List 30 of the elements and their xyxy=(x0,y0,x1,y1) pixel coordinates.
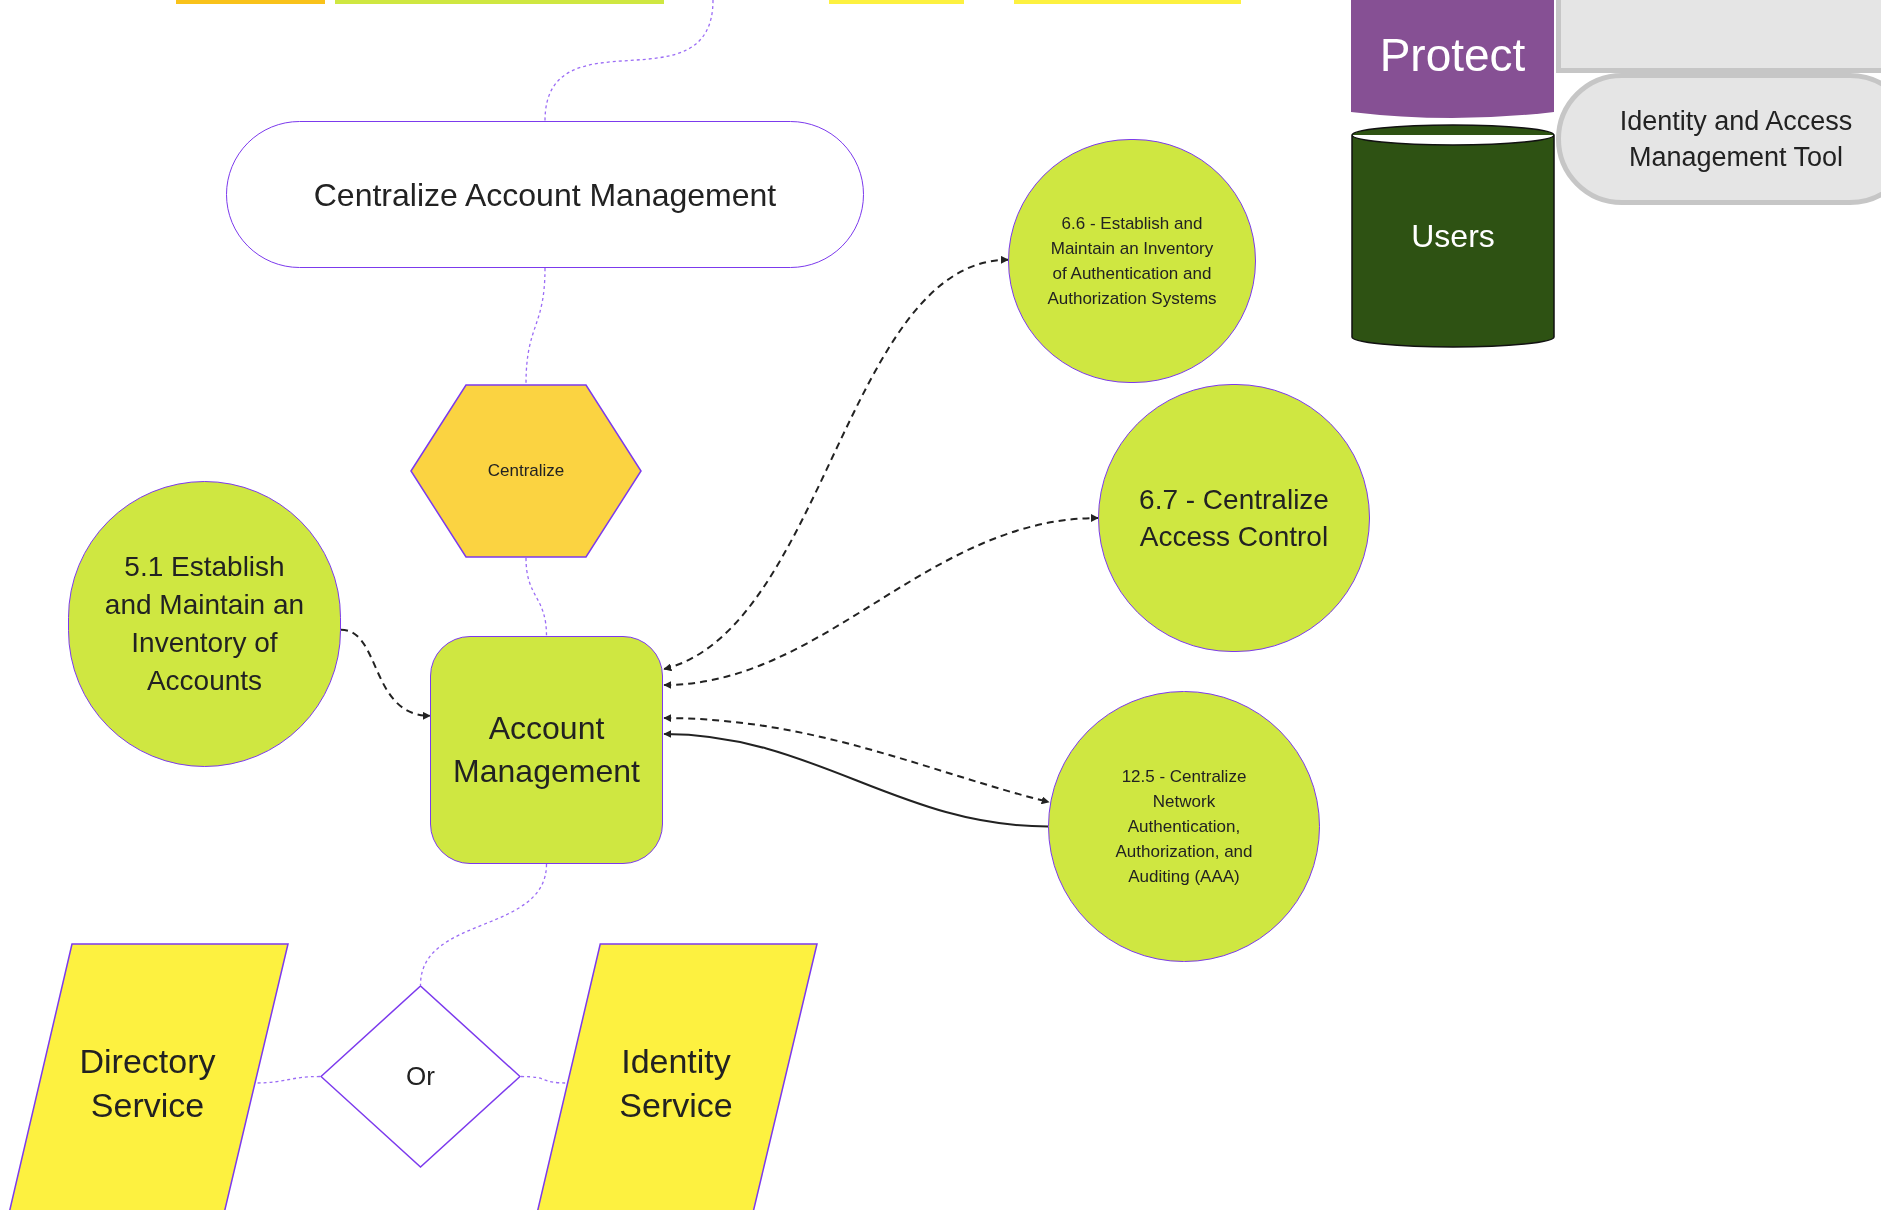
node-label: Identity Service xyxy=(618,1041,734,1126)
node-label: Account Management xyxy=(452,709,641,791)
connector-line xyxy=(525,267,546,385)
node-label: 6.7 - Centralize Access Control xyxy=(1138,483,1330,554)
arrow xyxy=(340,628,431,719)
node-label: 12.5 - Centralize Network Authentication, Authorization, and Auditing (AAA) xyxy=(1114,766,1254,888)
node-label: 5.1 Establish and Maintain an Inventory of Accounts xyxy=(103,550,306,698)
hexagon-node xyxy=(410,384,642,558)
node-label: Centralize Account Management xyxy=(313,175,777,215)
node-label: Centralize xyxy=(487,460,565,483)
decision-diamond xyxy=(320,985,521,1168)
arrow xyxy=(663,514,1099,689)
database-cylinder xyxy=(1351,124,1555,348)
node-label: 6.6 - Establish and Maintain an Inventory of Authentication and Authorization Systems xyxy=(1046,213,1218,310)
category-tab xyxy=(1351,0,1554,120)
process-box xyxy=(430,636,663,864)
node-label: Directory Service xyxy=(78,1041,217,1126)
node-label: Identity and Access Management Tool xyxy=(1618,105,1854,174)
arrow xyxy=(663,257,1009,671)
node-label: Protect xyxy=(1379,27,1526,83)
arrow xyxy=(663,714,1050,805)
connector-line xyxy=(419,863,548,986)
connector-line xyxy=(525,557,548,637)
data-parallelogram xyxy=(534,943,818,1210)
connector-line xyxy=(544,0,714,122)
node-label: Users xyxy=(1411,217,1495,256)
arrow xyxy=(663,730,1049,828)
tool-pill xyxy=(1556,73,1881,205)
data-parallelogram xyxy=(6,943,289,1210)
node-label: Or xyxy=(406,1060,435,1093)
